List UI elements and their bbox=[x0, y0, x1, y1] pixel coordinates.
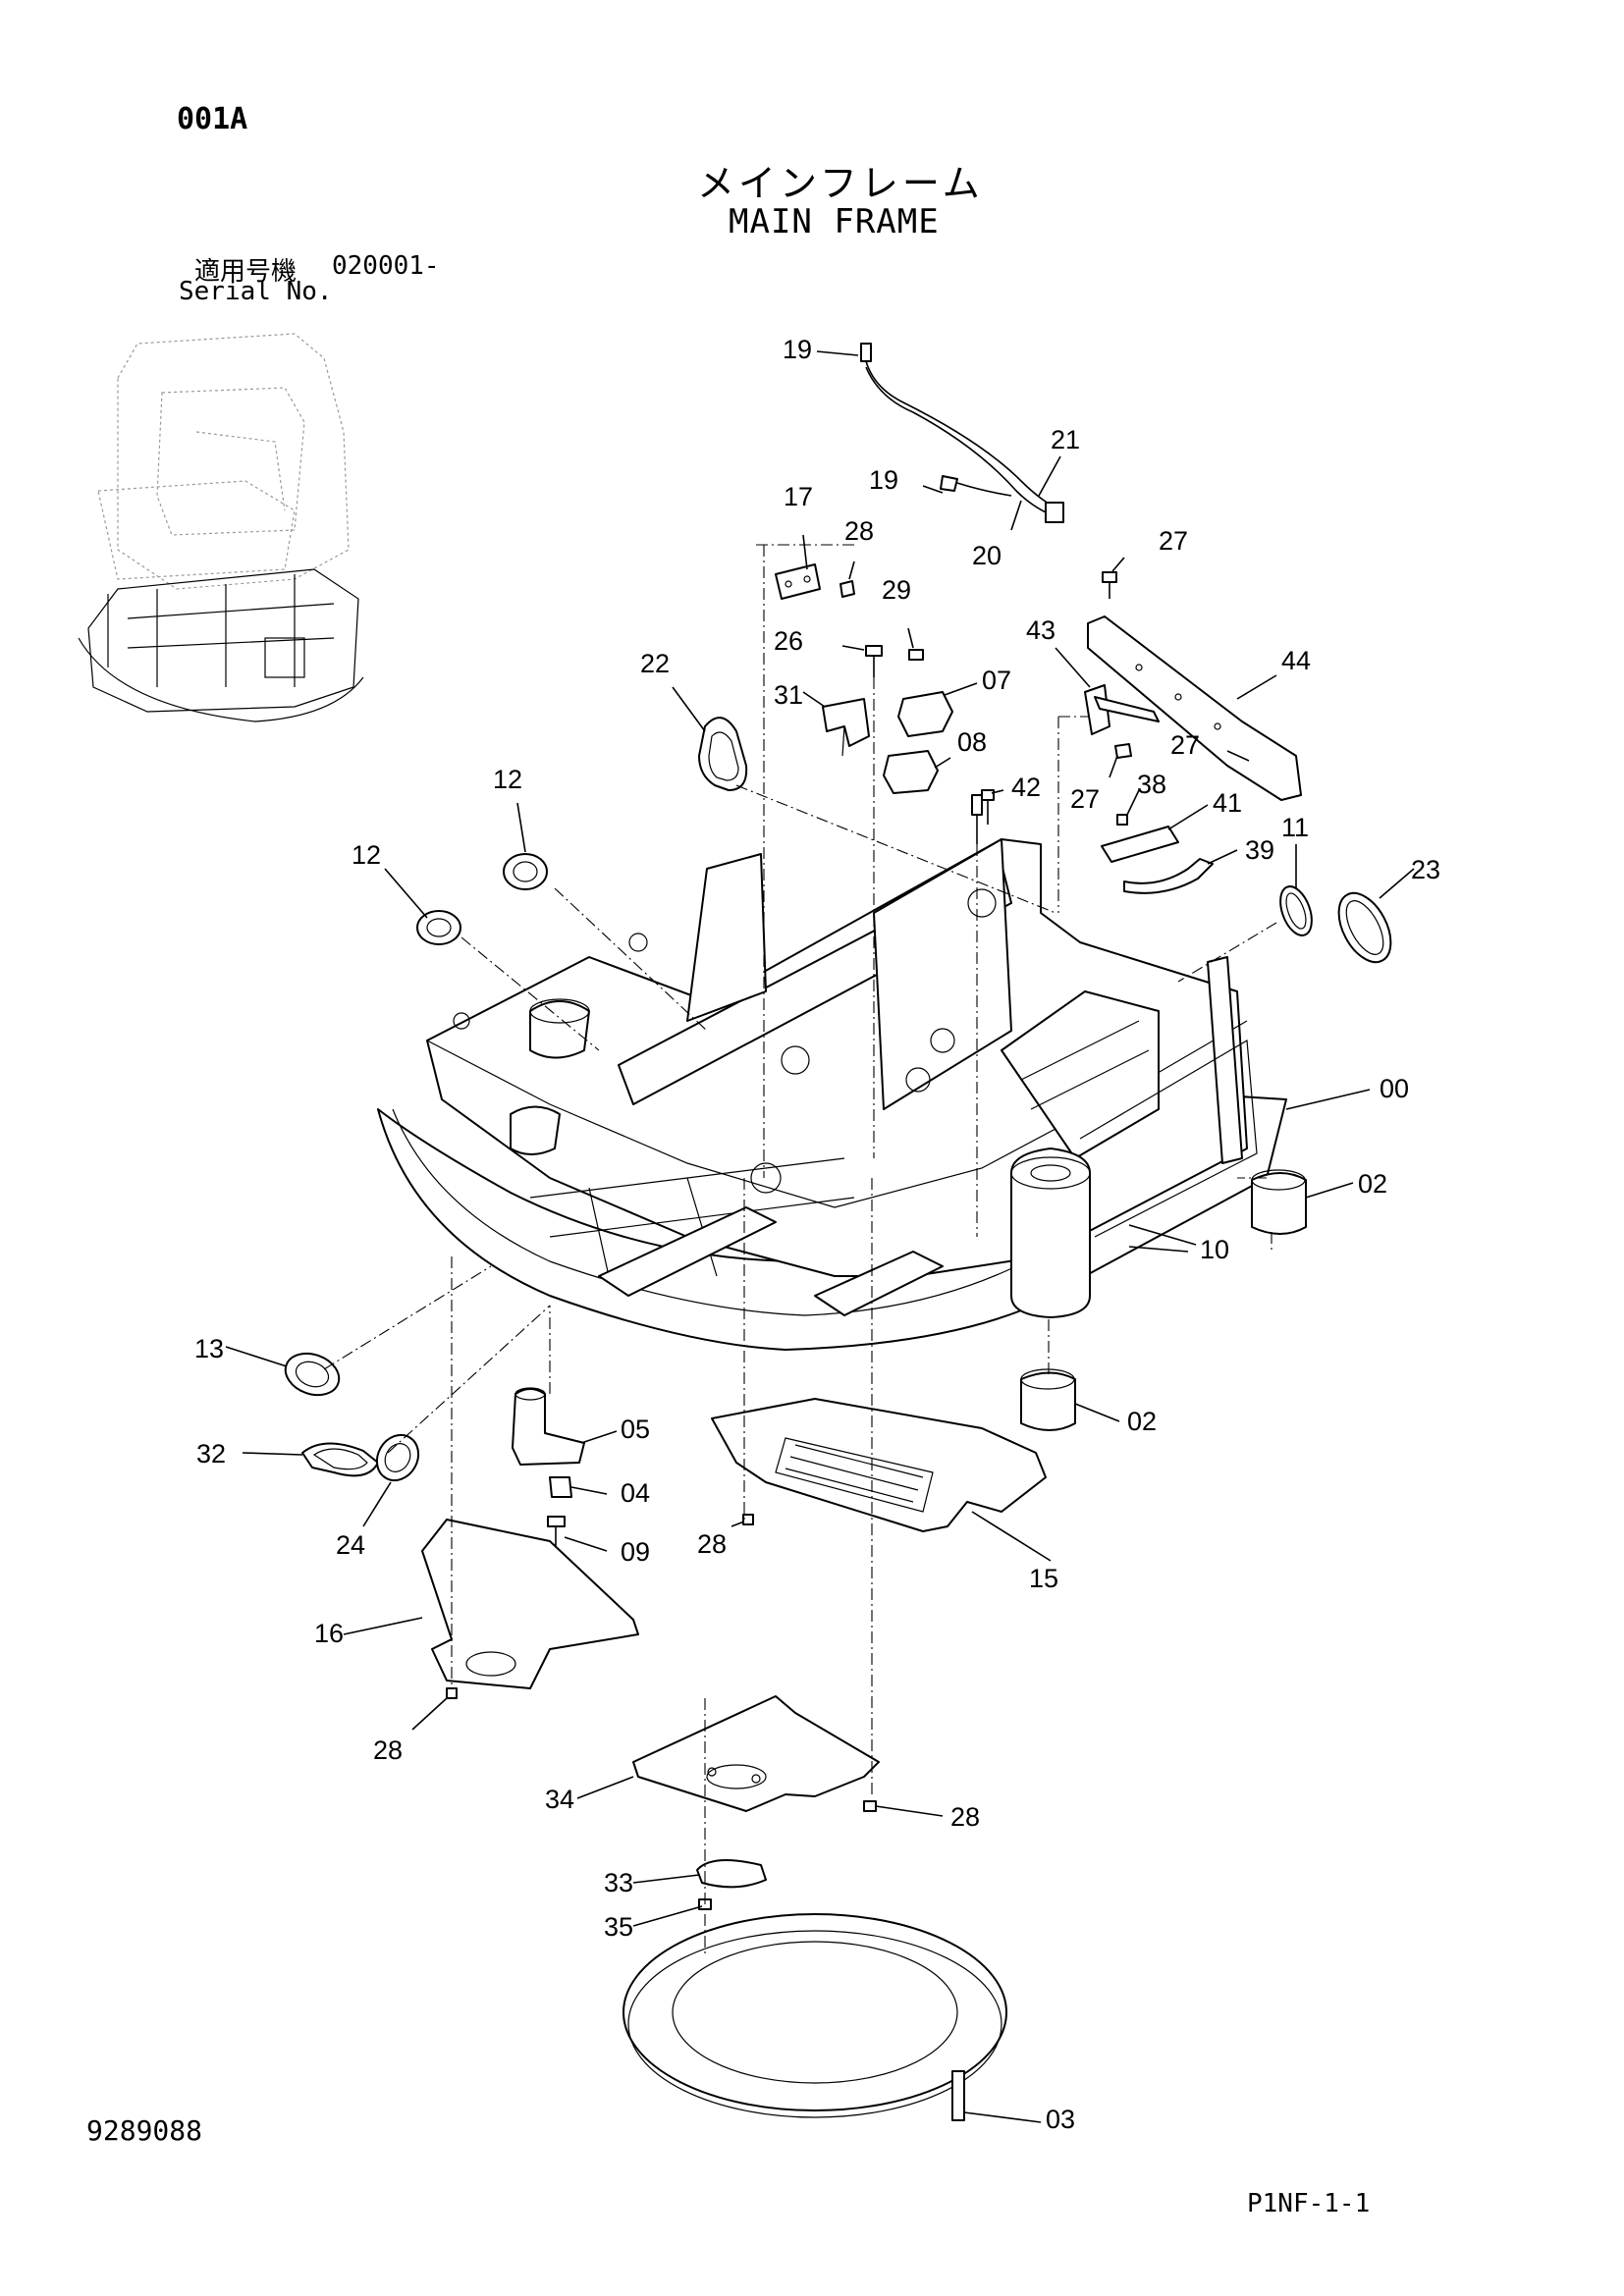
callout-27-top: 27 bbox=[1159, 526, 1188, 556]
pin-05 bbox=[512, 1387, 585, 1546]
cover-15 bbox=[711, 1398, 1047, 1532]
callout-20: 20 bbox=[972, 541, 1001, 570]
callout-43: 43 bbox=[1026, 615, 1056, 645]
callout-28-d: 28 bbox=[950, 1802, 980, 1832]
callout-13: 13 bbox=[194, 1334, 224, 1363]
cover-34 bbox=[632, 1695, 880, 1812]
callout-05: 05 bbox=[621, 1415, 650, 1444]
serial-label-english: Serial No. bbox=[179, 277, 333, 306]
assembly-center-lines bbox=[323, 544, 1277, 1953]
callout-03: 03 bbox=[1046, 2105, 1075, 2134]
callout-38: 38 bbox=[1137, 770, 1166, 799]
callout-17: 17 bbox=[784, 482, 813, 511]
callout-07: 07 bbox=[982, 666, 1011, 695]
callout-26: 26 bbox=[774, 626, 803, 656]
serial-label-japanese: 適用号機 bbox=[194, 257, 298, 287]
document-number: 9289088 bbox=[86, 2114, 203, 2147]
callout-21: 21 bbox=[1051, 425, 1080, 454]
callout-32: 32 bbox=[196, 1439, 226, 1468]
callout-44: 44 bbox=[1281, 646, 1311, 675]
callout-27-right: 27 bbox=[1170, 730, 1200, 760]
callout-11: 11 bbox=[1281, 813, 1309, 842]
callout-39: 39 bbox=[1245, 835, 1274, 865]
bushings-02 bbox=[1020, 1169, 1307, 1431]
grommets-12 bbox=[416, 853, 548, 945]
callout-10: 10 bbox=[1200, 1235, 1229, 1264]
main-frame bbox=[377, 838, 1287, 1351]
callout-labels: 19 19 21 20 17 28 29 27 26 43 44 07 31 2… bbox=[194, 335, 1440, 2134]
wire-harness bbox=[860, 343, 1064, 523]
cover-16 bbox=[421, 1519, 639, 1689]
callout-28-c: 28 bbox=[373, 1735, 403, 1765]
callout-41: 41 bbox=[1213, 788, 1242, 818]
diagram-title-japanese: メインフレーム bbox=[697, 162, 984, 205]
leader-lines bbox=[225, 350, 1415, 2123]
rings-13-32-24 bbox=[284, 1352, 420, 1482]
callout-31: 31 bbox=[774, 680, 803, 710]
callout-12-lower: 12 bbox=[352, 840, 381, 870]
page-code: 001A bbox=[177, 102, 248, 136]
callout-19-mid: 19 bbox=[869, 465, 898, 495]
bracket-31 bbox=[822, 698, 870, 757]
rings-11-23 bbox=[1279, 885, 1392, 964]
callout-08: 08 bbox=[957, 727, 987, 757]
callout-15: 15 bbox=[1029, 1564, 1058, 1593]
callout-12-upper: 12 bbox=[493, 765, 522, 794]
diagram-title-english: MAIN FRAME bbox=[729, 202, 940, 241]
callout-34: 34 bbox=[545, 1785, 574, 1814]
callout-19-top: 19 bbox=[783, 335, 812, 364]
callout-35: 35 bbox=[604, 1912, 633, 1942]
callout-23: 23 bbox=[1411, 855, 1440, 884]
callout-16: 16 bbox=[314, 1619, 344, 1648]
callout-28-b: 28 bbox=[697, 1529, 727, 1559]
grommet-22 bbox=[698, 717, 748, 791]
serial-number-value: 020001- bbox=[332, 251, 440, 281]
callout-00: 00 bbox=[1380, 1074, 1409, 1103]
callout-04: 04 bbox=[621, 1478, 650, 1508]
callout-27-left: 27 bbox=[1070, 784, 1100, 814]
slewing-bearing bbox=[623, 1913, 1007, 2121]
callout-28-a: 28 bbox=[844, 516, 874, 546]
machine-overview-inset bbox=[78, 333, 364, 722]
bracket-17 bbox=[775, 563, 855, 600]
cover-plates bbox=[883, 691, 953, 794]
brackets-41-39 bbox=[971, 794, 1214, 894]
callout-33: 33 bbox=[604, 1868, 633, 1897]
callout-24: 24 bbox=[336, 1530, 365, 1560]
callout-02-lower: 02 bbox=[1127, 1407, 1157, 1436]
callout-09: 09 bbox=[621, 1537, 650, 1567]
callout-42: 42 bbox=[1011, 773, 1041, 802]
callout-02-upper: 02 bbox=[1358, 1169, 1387, 1199]
page-reference: P1NF-1-1 bbox=[1247, 2189, 1371, 2218]
callout-29: 29 bbox=[882, 575, 911, 605]
callout-22: 22 bbox=[640, 649, 670, 678]
bar-44 bbox=[1084, 615, 1302, 801]
